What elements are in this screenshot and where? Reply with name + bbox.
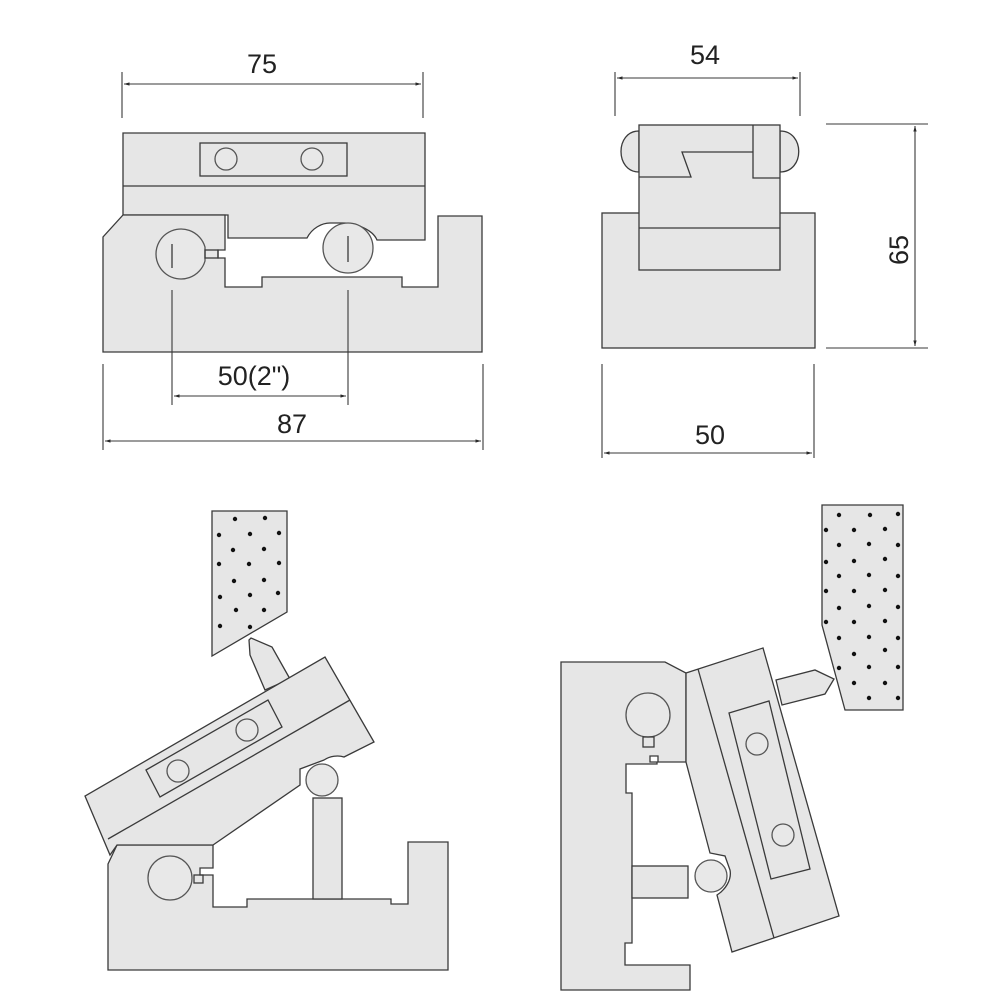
base-block (560, 661, 691, 991)
side-top-block (638, 124, 781, 271)
tilted-use-view-2 (560, 504, 904, 991)
screw-icon (214, 147, 238, 171)
dim-50-label: 50 (695, 420, 725, 450)
dim-50-2in-label: 50(2") (218, 361, 291, 391)
grinding-wheel (211, 510, 288, 658)
screw-icon (300, 147, 324, 171)
dim-75-label: 75 (247, 49, 277, 79)
grinding-wheel (821, 504, 904, 711)
tool-bit (775, 669, 835, 706)
gauge-block (631, 865, 689, 899)
roller (694, 859, 728, 893)
abrasive-dots (216, 515, 282, 630)
dim-54-label: 54 (690, 40, 720, 70)
front-view: 75 50(2") 87 (102, 49, 484, 450)
pivot-roller (155, 228, 206, 280)
abrasive-dots (823, 511, 901, 701)
dim-87-label: 87 (277, 409, 307, 439)
pivot-roller (147, 855, 193, 901)
tilted-use-view-1 (84, 510, 449, 971)
side-view: 54 65 50 (601, 40, 928, 458)
pivot-roller (625, 692, 671, 738)
roller (305, 763, 339, 797)
dim-65-label: 65 (884, 235, 914, 265)
gauge-block (312, 797, 343, 900)
